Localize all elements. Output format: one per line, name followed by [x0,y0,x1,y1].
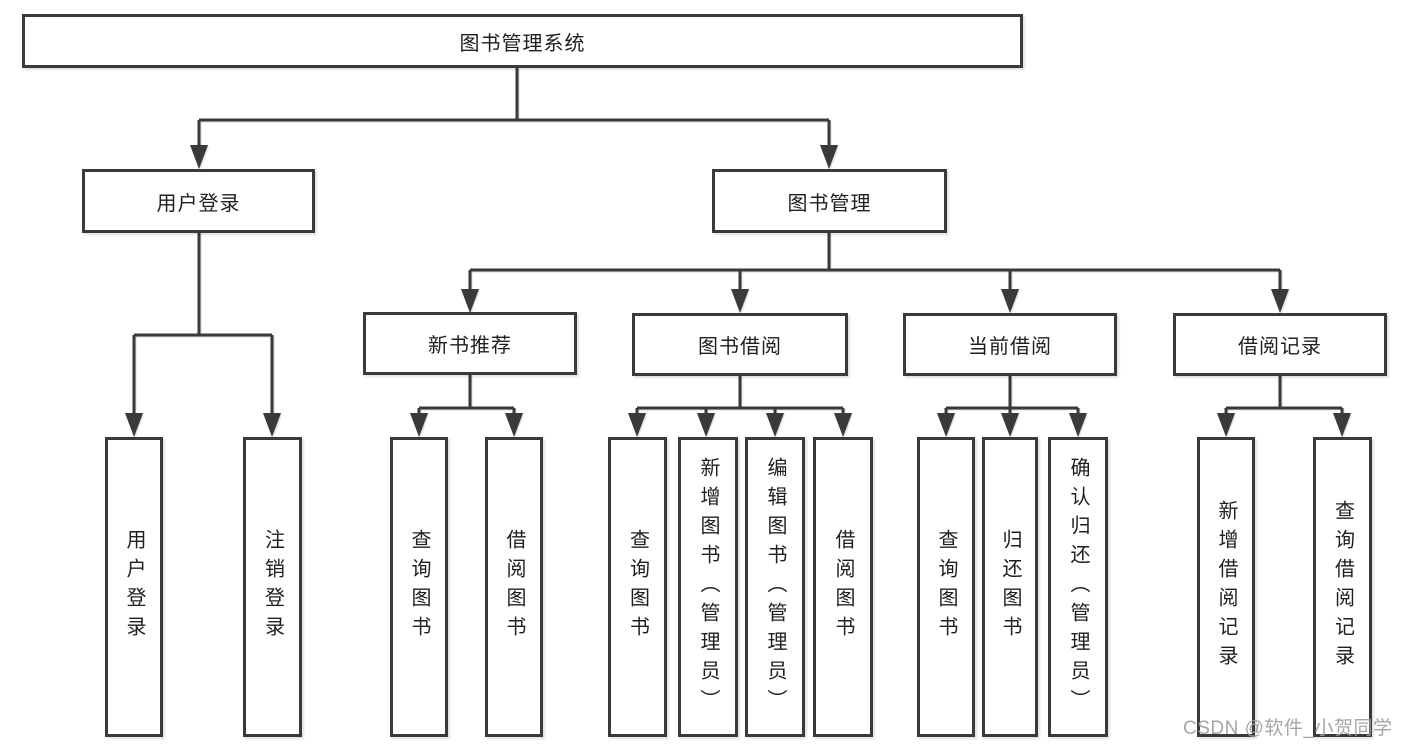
node-label: 新书推荐 [428,335,512,357]
leaf-return-books: 归还图书 [982,437,1038,737]
node-book-management: 图书管理 [712,169,947,233]
arrowhead [1333,413,1351,437]
leaf-logout: 注销登录 [243,437,302,737]
leaf-edit-book-admin: 编辑图书（管理员） [745,437,805,737]
connector-userlogin-to-leaves [132,233,274,415]
leaf-label: 查询图书 [626,529,649,645]
arrowhead [1001,289,1019,313]
leaf-borrow-books-recommend: 借阅图书 [485,437,543,737]
arrowhead [766,413,784,437]
connector-records-to-leaves [1224,375,1344,416]
node-current-borrowing: 当前借阅 [903,313,1117,376]
leaf-label: 新增图书（管理员） [697,456,719,718]
leaf-label: 确认归还（管理员） [1067,456,1089,718]
arrowhead [263,413,281,437]
arrowhead [937,413,955,437]
node-user-login: 用户登录 [82,169,315,233]
arrowhead [410,413,428,437]
leaf-borrow-books-borrowing: 借阅图书 [813,437,873,737]
arrowhead [1217,413,1235,437]
arrowhead [190,145,208,169]
leaf-query-books-current: 查询图书 [917,437,975,737]
arrowhead [1271,289,1289,313]
node-label: 当前借阅 [968,336,1052,358]
arrowhead [505,413,523,437]
arrowhead [1069,413,1087,437]
leaf-label: 归还图书 [999,529,1021,645]
node-label: 图书管理系统 [459,32,586,55]
csdn-watermark: CSDN @软件_小贺同学 [1183,718,1393,739]
arrowhead [731,289,749,313]
arrowhead [461,289,479,313]
connector-recommend-to-leaves [417,375,516,416]
node-label: 图书管理 [787,192,872,215]
arrowhead [628,413,646,437]
leaf-label: 用户登录 [123,529,145,645]
leaf-label: 借阅图书 [832,529,854,645]
leaf-label: 借阅图书 [503,529,525,645]
node-label: 借阅记录 [1238,336,1322,358]
leaf-label: 查询图书 [408,529,430,645]
connector-bookmgmt-to-groups [468,233,1282,291]
node-new-book-recommend: 新书推荐 [363,312,577,375]
arrowhead [125,413,143,437]
node-library-management-system: 图书管理系统 [22,14,1023,68]
node-label: 图书借阅 [698,336,782,358]
leaf-confirm-return-admin: 确认归还（管理员） [1048,437,1108,737]
leaf-add-book-admin: 新增图书（管理员） [678,437,738,737]
leaf-add-borrow-record: 新增借阅记录 [1197,437,1255,737]
node-label: 用户登录 [156,192,241,215]
node-book-borrowing: 图书借阅 [632,313,848,376]
leaf-query-books-recommend: 查询图书 [390,437,448,737]
leaf-query-books-borrowing: 查询图书 [608,437,667,737]
leaf-label: 新增借阅记录 [1215,500,1237,674]
leaf-label: 编辑图书（管理员） [764,456,786,718]
leaf-label: 查询图书 [935,529,957,645]
arrowhead [834,413,852,437]
leaf-user-login: 用户登录 [105,437,163,737]
arrowhead [1001,413,1019,437]
node-borrowing-records: 借阅记录 [1173,313,1387,376]
leaf-label: 查询借阅记录 [1331,500,1354,674]
arrowhead [820,145,838,169]
connector-borrowing-to-leaves [635,376,845,416]
leaf-label: 注销登录 [261,529,284,645]
connector-current-to-leaves [944,376,1080,416]
arrowhead [697,413,715,437]
leaf-query-borrow-record: 查询借阅记录 [1313,437,1372,737]
connector-root-to-level2 [197,68,831,147]
